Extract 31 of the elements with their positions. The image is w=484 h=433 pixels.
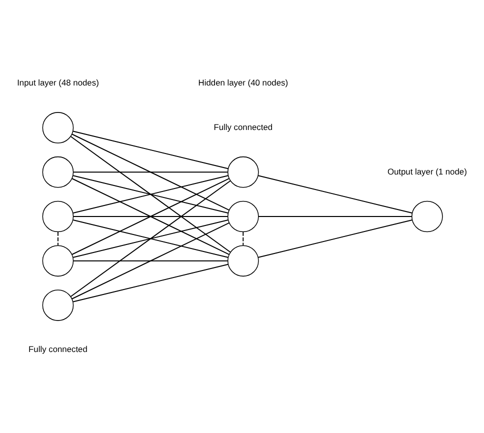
label: Input layer (48 nodes) — [17, 78, 99, 88]
node-circle — [411, 200, 443, 232]
connector — [72, 219, 229, 258]
node-circle — [42, 290, 74, 321]
connector — [72, 260, 228, 262]
node-circle — [42, 112, 74, 144]
connector — [71, 134, 230, 211]
connector — [72, 175, 229, 214]
connector — [57, 232, 58, 246]
connector — [258, 219, 413, 258]
node-circle — [227, 200, 259, 232]
connector — [70, 136, 231, 253]
node-circle — [227, 245, 259, 277]
connector — [258, 216, 412, 217]
node-circle — [42, 245, 74, 277]
connector — [242, 232, 244, 246]
node-circle — [42, 156, 74, 188]
connector — [72, 130, 229, 170]
label: Fully connected — [28, 344, 88, 354]
node-circle — [42, 200, 74, 232]
label: Hidden layer (40 nodes) — [198, 78, 288, 88]
connector — [71, 222, 230, 300]
label: Fully connected — [214, 122, 273, 132]
connector — [70, 180, 231, 298]
node-circle — [227, 156, 259, 188]
label: Output layer (1 node) — [387, 166, 467, 176]
connector — [72, 172, 228, 173]
connector — [71, 178, 230, 255]
connector — [72, 264, 229, 302]
connector — [258, 175, 413, 214]
connector — [72, 216, 228, 217]
